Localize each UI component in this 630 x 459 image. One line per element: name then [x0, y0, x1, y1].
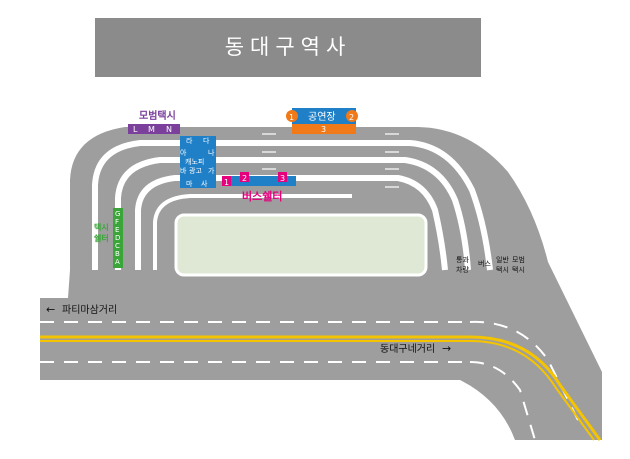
lane-label-model-2: 택시 [512, 265, 525, 274]
road-left-arrow: ← [46, 303, 55, 316]
lane-labels: 통과 차량 버스 일반 택시 모범 택시 [456, 255, 525, 274]
perf-stop-bar [292, 124, 356, 134]
bus-stop-1 [222, 176, 231, 186]
canopy-label-2: 광고 [189, 167, 202, 175]
central-median [174, 213, 428, 277]
perf-stop-text: 3 [321, 125, 326, 134]
canopy-stop-a: 아 [180, 148, 187, 157]
bus-shelter-bar [222, 176, 296, 186]
island-right-3 [352, 175, 448, 271]
taxi-stop-bar [128, 124, 180, 134]
performance-hall-bar [292, 108, 356, 124]
bus-stop-2 [240, 172, 249, 182]
taxi-shelter-stop-B: B [115, 250, 120, 258]
canopy-stop-ma: 마 [186, 179, 193, 188]
bus-stop-3 [278, 172, 287, 182]
bus-stop-1-text: 1 [224, 178, 229, 187]
perf-badge-left-text: 1 [289, 113, 294, 122]
station-title: 동대구역사 [224, 35, 352, 59]
taxi-stop-group: L M N [128, 124, 180, 134]
taxi-shelter-stop-E: E [115, 226, 119, 234]
taxi-stop-M: M [148, 125, 155, 134]
taxi-shelter-label-1: 택시 [94, 222, 109, 232]
taxi-shelter-stop-C: C [115, 242, 120, 250]
taxi-shelter-stop-F: F [115, 218, 119, 226]
island-right-1 [352, 140, 493, 271]
station-building: 동대구역사 [95, 18, 481, 77]
center-line [40, 335, 602, 441]
taxi-shelter-stop-D: D [115, 234, 120, 242]
flow-arrows [262, 133, 399, 188]
lane-label-taxi: 일반 [496, 255, 509, 264]
road-right-label: 동대구네거리 [380, 343, 435, 355]
taxi-area-label: 모범택시 [139, 109, 176, 122]
lane-label-through-2: 차량 [456, 265, 469, 274]
taxi-shelter-label-2: 쉘터 [94, 233, 109, 243]
bus-shelter-label: 버스쉘터 [242, 189, 282, 203]
taxi-shelter-group: G F E D C B A 택시 쉘터 [94, 208, 123, 268]
road-right-arrow: → [442, 342, 451, 355]
canopy-block [180, 136, 216, 188]
taxi-stop-L: L [133, 125, 138, 134]
canopy-stop-ga: 가 [208, 166, 215, 175]
lane-label-bus: 버스 [478, 259, 491, 268]
canopy-stop-ba: 바 [180, 166, 187, 175]
center-line-2 [40, 339, 595, 441]
canopy-label-1: 캐노피 [185, 157, 204, 166]
main-road [40, 298, 510, 380]
island-2 [115, 157, 352, 270]
island-4 [153, 194, 352, 270]
taxi-shelter-stop-A: A [115, 258, 120, 266]
canopy-group: 라 다 아 나 캐노피 광고 바 가 마 사 [180, 136, 216, 188]
bus-shelter-group: 1 2 3 버스쉘터 [222, 172, 296, 203]
lane-label-model: 모범 [512, 255, 525, 264]
canopy-stop-ra: 라 [186, 136, 193, 145]
bus-stop-2-text: 2 [242, 174, 247, 183]
canopy-stop-sa: 사 [201, 179, 208, 188]
perf-badge-left [286, 110, 298, 122]
lane-markings [40, 320, 579, 441]
road-left-label: 파티마삼거리 [62, 304, 117, 316]
bus-stop-3-text: 3 [280, 174, 285, 183]
perf-badge-right [346, 110, 358, 122]
canopy-stop-na: 나 [208, 148, 215, 157]
taxi-stop-N: N [166, 125, 172, 134]
taxi-shelter-bar [113, 208, 123, 268]
island-right-2 [352, 157, 471, 271]
island-3 [135, 175, 352, 270]
canopy-stop-da: 다 [203, 136, 210, 145]
perf-label: 공연장 [308, 111, 336, 123]
lane-label-through: 통과 [456, 255, 469, 264]
lane-label-taxi-2: 택시 [496, 265, 509, 274]
taxi-shelter-stop-G: G [115, 210, 120, 218]
performance-hall-group: 1 2 공연장 3 [286, 108, 358, 134]
perf-badge-right-text: 2 [349, 113, 354, 122]
island-1 [92, 140, 352, 270]
